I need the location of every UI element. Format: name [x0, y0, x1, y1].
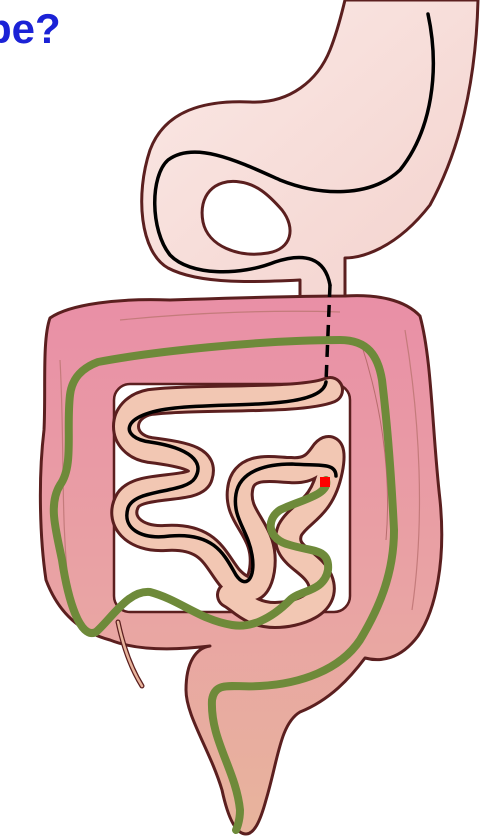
tube-tip-marker	[320, 477, 330, 487]
stomach	[142, 0, 478, 300]
